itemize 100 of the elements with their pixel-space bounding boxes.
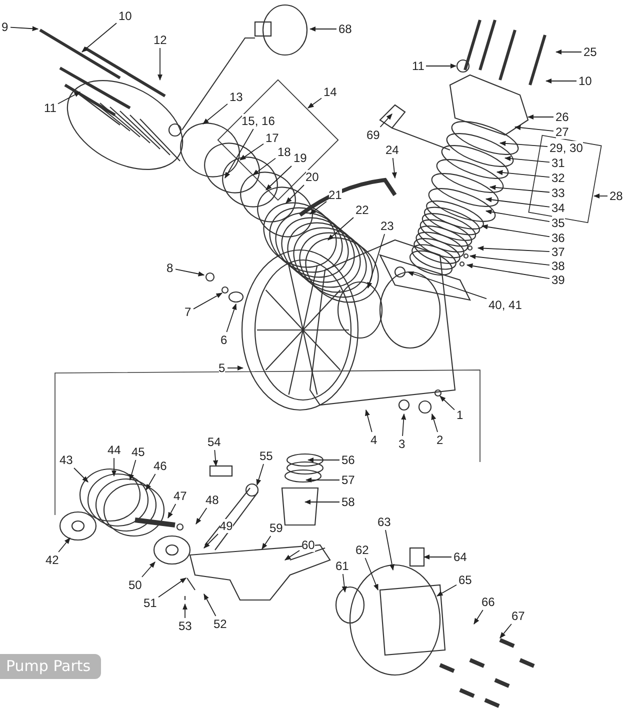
leader-line bbox=[308, 98, 322, 108]
callout-number: 59 bbox=[270, 521, 283, 535]
callout-number: 13 bbox=[230, 90, 243, 104]
callout-number: 53 bbox=[178, 619, 192, 633]
callout-number: 47 bbox=[174, 489, 187, 503]
leader-line bbox=[239, 143, 264, 160]
callout-number: 10 bbox=[118, 9, 132, 23]
leader-line bbox=[74, 468, 88, 482]
callout-number: 48 bbox=[206, 493, 219, 507]
callout-number: 43 bbox=[60, 453, 73, 467]
callout-number: 4 bbox=[370, 433, 378, 447]
leader-line bbox=[474, 610, 484, 625]
callout-number: 64 bbox=[454, 550, 467, 564]
leader-line bbox=[256, 464, 264, 486]
callout-number: 36 bbox=[552, 231, 565, 245]
callout-number: 66 bbox=[482, 595, 495, 609]
callout-number: 46 bbox=[154, 459, 167, 473]
leader-line bbox=[175, 268, 205, 276]
callout-number: 39 bbox=[552, 273, 565, 287]
callout-number: 56 bbox=[342, 453, 355, 467]
callout-number: 42 bbox=[46, 553, 59, 567]
leader-line bbox=[555, 49, 582, 55]
leader-line bbox=[309, 26, 337, 32]
leader-line bbox=[466, 263, 550, 280]
leader-line bbox=[385, 530, 394, 571]
leader-line bbox=[262, 536, 272, 550]
leader-line bbox=[545, 78, 577, 84]
leader-line bbox=[485, 209, 550, 222]
callout-number: 8 bbox=[166, 261, 174, 275]
leader-line bbox=[489, 185, 550, 193]
leader-line bbox=[227, 365, 244, 371]
callout-number: 22 bbox=[356, 203, 369, 217]
leader-line bbox=[499, 140, 548, 148]
leader-line bbox=[310, 201, 327, 214]
callout-number: 50 bbox=[128, 578, 142, 592]
callout-number: 18 bbox=[278, 145, 291, 159]
callout-number: 15, 16 bbox=[242, 114, 275, 128]
leader-line bbox=[392, 158, 397, 179]
leader-line bbox=[58, 92, 81, 104]
leader-line bbox=[10, 26, 39, 32]
callout-number: 52 bbox=[214, 617, 227, 631]
leader-line bbox=[82, 22, 117, 52]
leader-line bbox=[481, 224, 550, 238]
leader-line bbox=[182, 603, 188, 618]
callout-number: 20 bbox=[306, 170, 319, 184]
leader-line bbox=[477, 246, 550, 252]
leader-line bbox=[401, 413, 406, 436]
leader-line bbox=[431, 413, 438, 432]
leader-line bbox=[202, 104, 228, 124]
leader-line bbox=[252, 158, 276, 176]
leader-line bbox=[423, 554, 452, 560]
caption: Pump Parts bbox=[0, 654, 101, 679]
leader-line bbox=[485, 197, 550, 208]
callout-number: 11 bbox=[44, 101, 56, 115]
callout-number: 29, 30 bbox=[550, 141, 583, 155]
callout-number: 61 bbox=[336, 559, 349, 573]
leader-line bbox=[364, 558, 378, 591]
callout-number: 44 bbox=[108, 443, 121, 457]
leader-line bbox=[426, 63, 457, 69]
leader-line bbox=[436, 584, 457, 596]
callout-number: 40, 41 bbox=[488, 298, 522, 312]
leader-line bbox=[469, 254, 550, 266]
leader-line bbox=[146, 474, 156, 491]
callout-number: 57 bbox=[342, 473, 355, 487]
callout-number: 65 bbox=[458, 573, 472, 587]
leader-line bbox=[111, 458, 117, 477]
callout-number: 45 bbox=[132, 445, 145, 459]
callout-number: 51 bbox=[144, 596, 157, 610]
callout-number: 69 bbox=[366, 128, 380, 142]
leader-line bbox=[226, 303, 237, 332]
leader-line bbox=[304, 499, 340, 505]
leader-line bbox=[527, 114, 554, 120]
callout-number: 62 bbox=[356, 543, 369, 557]
leader-line bbox=[224, 128, 254, 179]
callout-number: 2 bbox=[436, 433, 444, 447]
callout-number: 35 bbox=[552, 216, 565, 230]
callout-number: 58 bbox=[342, 495, 355, 509]
leader-line bbox=[407, 271, 487, 300]
callout-number: 9 bbox=[2, 20, 8, 34]
callout-number: 27 bbox=[556, 125, 569, 139]
leader-line bbox=[440, 396, 455, 410]
callout-number: 7 bbox=[184, 305, 192, 319]
leader-line bbox=[286, 184, 304, 204]
leader-line bbox=[129, 460, 136, 481]
callout-number: 67 bbox=[512, 609, 525, 623]
leader-line bbox=[380, 114, 392, 128]
callout-number: 63 bbox=[378, 515, 391, 529]
leader-line bbox=[142, 562, 156, 578]
callout-number: 55 bbox=[260, 449, 273, 463]
leader-line bbox=[266, 166, 292, 190]
leader-line bbox=[157, 48, 163, 81]
callout-number: 1 bbox=[456, 408, 464, 422]
callout-number: 24 bbox=[386, 143, 399, 157]
leader-line bbox=[168, 504, 176, 519]
callout-number: 38 bbox=[552, 259, 565, 273]
callout-number: 68 bbox=[338, 22, 352, 36]
callout-number: 10 bbox=[578, 74, 592, 88]
callout-number: 34 bbox=[552, 201, 565, 215]
leader-line bbox=[196, 508, 208, 525]
leader-line bbox=[367, 234, 385, 289]
